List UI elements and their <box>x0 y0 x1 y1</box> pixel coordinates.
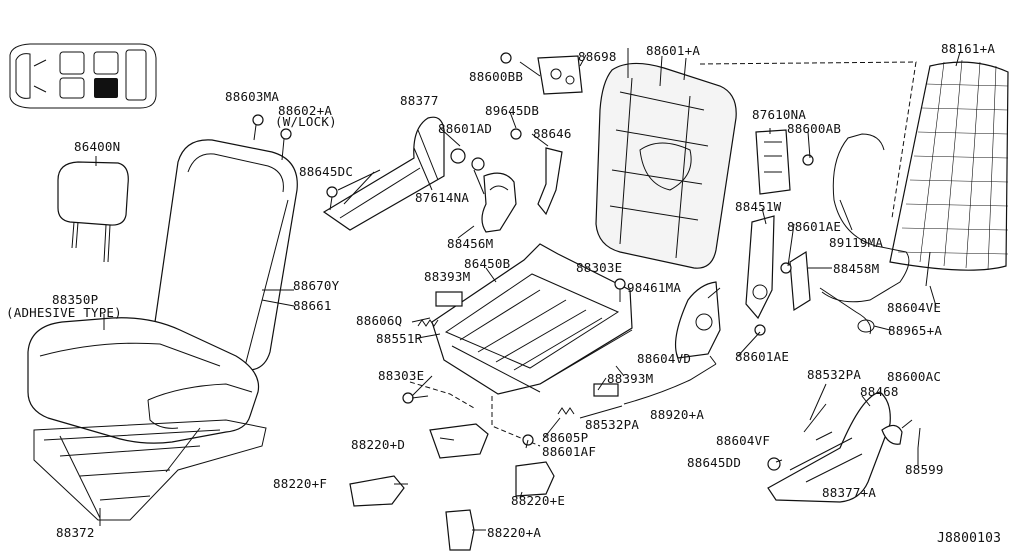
callout-88661: 88661 <box>293 298 332 313</box>
callout-88601AD: 88601AD <box>438 121 493 136</box>
callout-98461MA: 98461MA <box>627 280 682 295</box>
seat-back-frame <box>595 48 917 269</box>
callout-88372: 88372 <box>56 525 95 540</box>
callout-88451W: 88451W <box>735 199 782 214</box>
seat-slide-frame <box>409 243 633 447</box>
callout-88601AE-b: 88601AE <box>735 349 790 364</box>
callout-88600AB: 88600AB <box>787 121 842 136</box>
cushion-frame <box>33 419 267 521</box>
callout-88220F: 88220+F <box>273 476 328 491</box>
recliner-knob-group <box>450 147 563 233</box>
callout-88599: 88599 <box>905 462 944 477</box>
callout-88468: 88468 <box>860 384 899 399</box>
callout-88303E-a: 88303E <box>378 368 425 383</box>
diagram-id: J8800103 <box>937 531 1002 546</box>
slide-wire <box>623 363 717 405</box>
headrest <box>57 161 129 263</box>
recliner-mechanisms <box>675 215 811 359</box>
callout-88645DC: 88645DC <box>299 164 354 179</box>
callout-88601A: 88601+A <box>646 43 701 58</box>
callout-88220A: 88220+A <box>487 525 542 540</box>
callout-88604VE: 88604VE <box>887 300 942 315</box>
locator-cell-5 <box>59 77 85 99</box>
callout-88458M: 88458M <box>833 261 880 276</box>
callout-88303E-b: 88303E <box>576 260 623 275</box>
callout-87614NA: 87614NA <box>415 190 470 205</box>
callout-88532PA-a: 88532PA <box>585 417 640 432</box>
callout-88601AE-a: 88601AE <box>787 219 842 234</box>
locator-cell-2 <box>93 51 119 75</box>
callout-88220D: 88220+D <box>351 437 406 452</box>
locator-cell-1 <box>59 51 85 75</box>
vehicle-locator <box>9 43 157 109</box>
lock-assemblies <box>537 55 791 195</box>
callout-88393M-a: 88393M <box>424 269 471 284</box>
leader-lines <box>95 51 961 531</box>
callout-88377: 88377 <box>400 93 439 108</box>
callout-87610NA: 87610NA <box>752 107 807 122</box>
callout-88456M: 88456M <box>447 236 494 251</box>
callout-88350P-note: (ADHESIVE TYPE) <box>6 305 122 320</box>
callout-88604VD: 88604VD <box>637 351 692 366</box>
locator-cell-highlighted <box>94 78 118 98</box>
callout-88645DD: 88645DD <box>687 455 742 470</box>
callout-88600BB: 88600BB <box>469 69 524 84</box>
back-pad <box>889 59 1009 271</box>
callout-86400N: 86400N <box>74 139 121 154</box>
callout-88220E: 88220+E <box>511 493 566 508</box>
back-trim-panel <box>322 116 445 231</box>
callout-86450B: 86450B <box>464 256 511 271</box>
callout-89119MA: 89119MA <box>829 235 884 250</box>
rail-covers <box>349 423 555 551</box>
callout-88601AF: 88601AF <box>542 444 597 459</box>
callout-88670Y: 88670Y <box>293 278 340 293</box>
callout-88605P: 88605P <box>542 430 589 445</box>
locator-cell-3 <box>125 49 147 101</box>
callout-88602A: 88602+A <box>278 103 333 118</box>
seat-cushion <box>27 317 260 444</box>
callout-88646: 88646 <box>533 126 572 141</box>
callout-88602A-note: (W/LOCK) <box>275 114 337 129</box>
callout-88393M-b: 88393M <box>607 371 654 386</box>
callout-88161A: 88161+A <box>941 41 996 56</box>
callout-88600AC: 88600AC <box>887 369 942 384</box>
callout-89645DB: 89645DB <box>485 103 540 118</box>
callout-88604VF: 88604VF <box>716 433 771 448</box>
callout-88551R: 88551R <box>376 331 423 346</box>
callout-88350P: 88350P <box>52 292 99 307</box>
callout-88698: 88698 <box>578 49 617 64</box>
callout-88965A: 88965+A <box>888 323 943 338</box>
callout-88532PA-b: 88532PA <box>807 367 862 382</box>
callout-88603MA: 88603MA <box>225 89 280 104</box>
callout-88920A: 88920+A <box>650 407 705 422</box>
side-trim-panel <box>767 391 921 503</box>
callout-88377A: 88377+A <box>822 485 877 500</box>
callout-88606Q: 88606Q <box>356 313 403 328</box>
